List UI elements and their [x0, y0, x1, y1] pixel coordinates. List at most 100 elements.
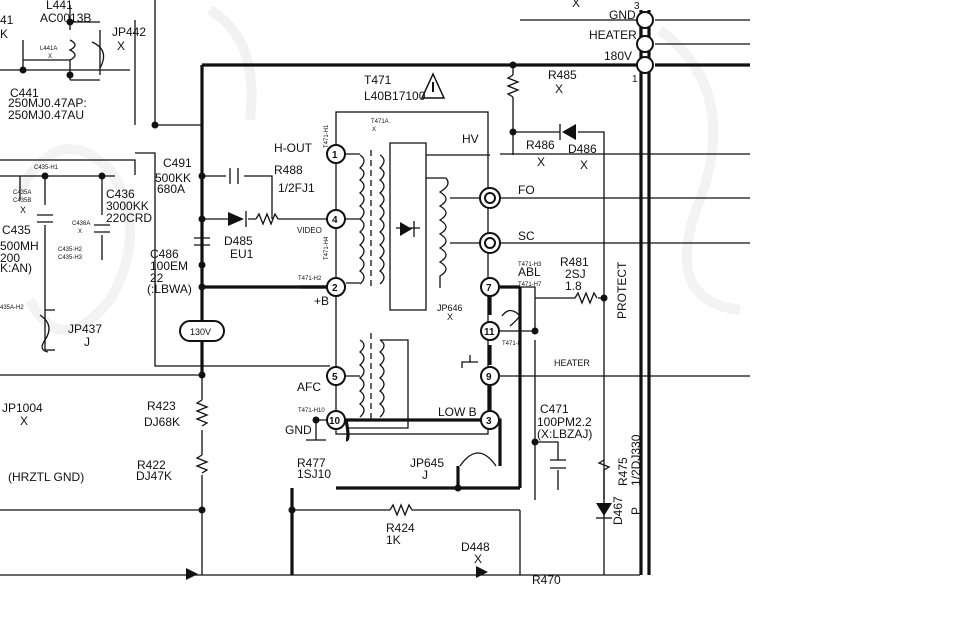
c491-value-1: 500KK	[155, 171, 191, 185]
connector-gnd	[636, 11, 654, 29]
r423-value: DJ68K	[144, 415, 180, 429]
pin-10-number: 10	[329, 416, 341, 427]
r481-value-1: 2SJ	[565, 267, 586, 281]
r481-ref: R481	[560, 255, 589, 269]
jp645-j: J	[422, 468, 428, 482]
r470-fragment: R470	[532, 573, 561, 587]
protect-label: PROTECT	[615, 261, 629, 319]
c471-value-2: (X:LBZAJ)	[537, 427, 592, 441]
connector-pin-1: 1	[632, 74, 638, 85]
jp442-ref: JP442	[112, 25, 146, 39]
t471-h2: T471-H2	[298, 276, 322, 282]
pin-1-number: 1	[332, 150, 338, 161]
t471-h7: T471-H7	[518, 282, 542, 288]
r488-ref: R488	[274, 163, 303, 177]
pin-11	[480, 321, 500, 341]
hrztl-gnd: (HRZTL GND)	[8, 470, 84, 484]
l441a-label: L441A	[40, 46, 57, 52]
pin-3	[480, 410, 500, 430]
c435a-h2: 435A-H2	[0, 305, 24, 311]
r477-value: 1SJ10	[297, 467, 331, 481]
c435-ref: C435	[2, 223, 31, 237]
top-x-label: X	[572, 0, 580, 10]
pin-5	[326, 366, 346, 386]
l441-ref: L441	[46, 0, 73, 12]
jp646-x: X	[447, 312, 453, 322]
fragment-k: K	[0, 27, 8, 41]
r424-ref: R424	[386, 521, 415, 535]
c491-ref: C491	[163, 156, 192, 170]
r485-ref: R485	[548, 68, 577, 82]
transformer-pins	[326, 11, 654, 430]
gnd-lower-label: GND	[285, 423, 312, 437]
pin-4-number: 4	[332, 215, 338, 226]
pin-3-number: 3	[486, 416, 492, 427]
connector-heater	[636, 35, 654, 53]
c435-value-3: K:AN)	[0, 261, 32, 275]
jp1004-ref: JP1004	[2, 401, 43, 415]
c441-value-2: 250MJ0.47AU	[8, 108, 84, 122]
jp646-ref: JP646	[437, 303, 463, 313]
l441a-x: X	[48, 54, 52, 60]
pin-5-number: 5	[332, 372, 338, 383]
d486-x: X	[580, 158, 588, 172]
t471a-label: T471A	[371, 119, 389, 125]
t471-h11: T471-H	[502, 341, 522, 347]
heater-lower-label: HEATER	[554, 358, 590, 368]
c471-ref: C471	[540, 402, 569, 416]
c435-h1: C435-H1	[34, 165, 59, 171]
r481-value-2: 1.8	[565, 279, 582, 293]
r486-x: X	[537, 155, 545, 169]
r422-ref: R422	[137, 458, 166, 472]
c486-value-3: (:LBWA)	[147, 282, 192, 296]
connector-180v	[636, 56, 654, 74]
r422-value: DJ47K	[136, 469, 172, 483]
low-b-label: LOW B	[438, 405, 477, 419]
pin-2-number: 2	[332, 283, 338, 294]
pin-9-number: 9	[486, 372, 492, 383]
r475-value: 1/2DJ330	[629, 434, 643, 486]
180v-label: 180V	[604, 49, 632, 63]
pin-4	[326, 209, 346, 229]
h-out-label: H-OUT	[274, 141, 313, 155]
pin-1	[326, 144, 346, 164]
pin-11-number: 11	[484, 327, 495, 338]
c436-ref: C436	[106, 187, 135, 201]
r486-ref: R486	[526, 138, 555, 152]
t471-value: L40B17100	[364, 89, 426, 103]
c486-value-1: 100EM	[150, 259, 188, 273]
afc-label: AFC	[297, 380, 321, 394]
r485-x: X	[555, 82, 563, 96]
t471-h4: T471-H4	[324, 236, 330, 260]
t471-ref: T471	[364, 73, 392, 87]
r423-ref: R423	[147, 399, 176, 413]
t471a-x: X	[372, 127, 376, 133]
c435-h2: C435-H2	[58, 247, 83, 253]
c436a-x: X	[78, 229, 82, 235]
fo-label: FO	[518, 183, 535, 197]
thin-wires	[0, 0, 750, 576]
hv-label: HV	[462, 132, 479, 146]
d448-ref: D448	[461, 540, 490, 554]
jp442-x: X	[117, 39, 125, 53]
t471-h1: T471-H1	[324, 124, 330, 148]
c491-value-2: 680A	[157, 182, 185, 196]
d485-ref: D485	[224, 234, 253, 248]
gnd-top-label: GND	[609, 8, 636, 22]
c471-value-1: 100PM2.2	[537, 415, 592, 429]
c435-value-2: 200	[0, 251, 20, 265]
r477-ref: R477	[297, 456, 326, 470]
pin-9	[480, 366, 500, 386]
pin-7-number: 7	[486, 283, 492, 294]
sc-label: SC	[518, 229, 535, 243]
t471-h3: T471-H3	[518, 262, 542, 268]
labels: L441 AC0013B L441A X JP442 X 41 K C441 2…	[0, 0, 643, 587]
d486-ref: D486	[568, 142, 597, 156]
c486-ref: C486	[150, 247, 179, 261]
c486-value-2: 22	[150, 271, 164, 285]
p-mark: P	[629, 507, 643, 515]
junction-dots	[19, 18, 608, 514]
jp645-ref: JP645	[410, 456, 444, 470]
bold-wires	[200, 10, 750, 575]
